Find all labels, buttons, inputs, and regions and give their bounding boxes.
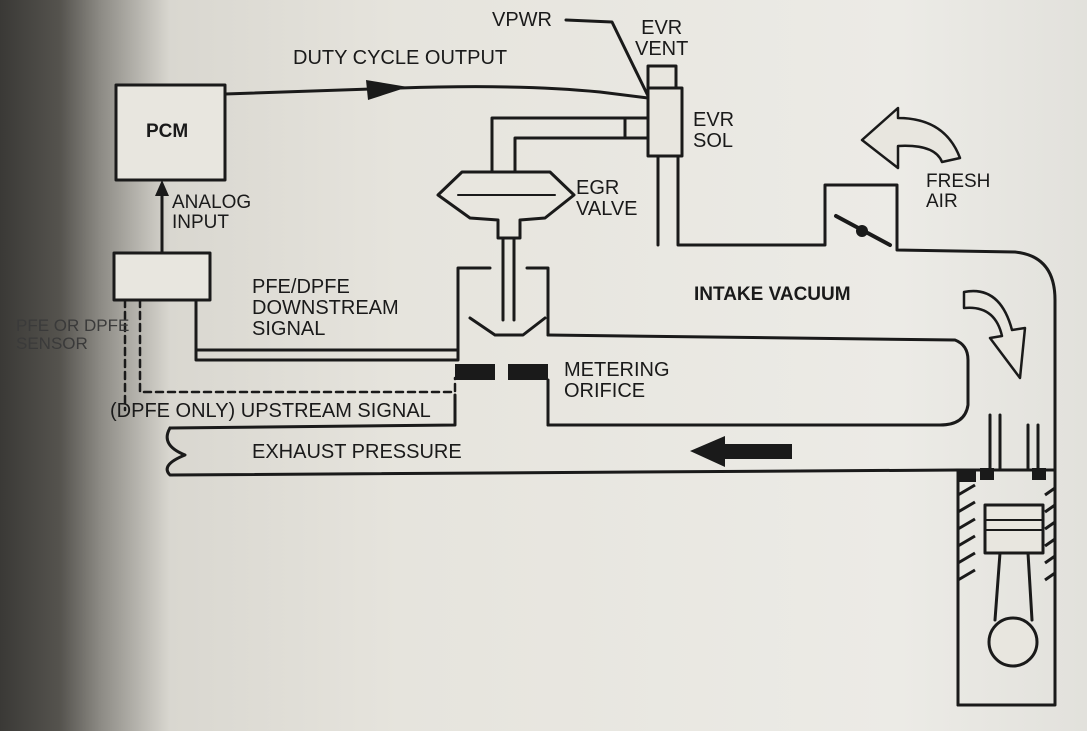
evr-intake-pipe xyxy=(656,154,1057,707)
analog-input-label: ANALOG INPUT xyxy=(172,192,252,233)
exhaust-pipe xyxy=(165,426,960,477)
intake-flow-arrow xyxy=(962,289,1027,380)
upstream-signal-pipe xyxy=(168,393,457,430)
evr-solenoid-body xyxy=(646,86,684,158)
pcm-label: PCM xyxy=(146,121,189,142)
egr-body xyxy=(456,266,550,337)
metering-orifice-label: METERING ORIFICE xyxy=(564,359,670,402)
evr-sol-label: EVR SOL xyxy=(693,109,735,152)
intake-vacuum-label: INTAKE VACUUM xyxy=(694,284,851,305)
duty-cycle-output-label: DUTY CYCLE OUTPUT xyxy=(293,47,508,69)
egr-diaphragm xyxy=(436,170,576,240)
exhaust-flow-arrow xyxy=(690,436,792,467)
intake-runner xyxy=(546,333,970,427)
metering-orifice-left xyxy=(455,364,495,380)
pfe-or-dpfe-sensor-label: PFE OR DPFE SENSOR xyxy=(16,316,130,353)
vpwr-lead xyxy=(564,18,652,102)
throttle-pivot xyxy=(856,225,868,237)
cylinder-hatching xyxy=(957,483,1056,582)
vpwr-label: VPWR xyxy=(492,9,552,31)
duty-cycle-line xyxy=(223,85,650,100)
dpfe-only-upstream-signal-label: (DPFE ONLY) UPSTREAM SIGNAL xyxy=(110,400,431,422)
fresh-air-label: FRESH AIR xyxy=(926,171,991,212)
connecting-rod xyxy=(993,551,1034,622)
evr-port xyxy=(623,116,650,140)
egr-valve-label: EGR VALVE xyxy=(576,177,638,220)
exhaust-pressure-label: EXHAUST PRESSURE xyxy=(252,441,462,463)
crankshaft xyxy=(987,616,1039,668)
duty-cycle-arrowhead xyxy=(366,80,408,100)
egr-pintle xyxy=(468,316,547,337)
pfe-sensor-box xyxy=(112,251,212,302)
exhaust-valve xyxy=(1018,423,1048,472)
upstream-signal-dashed xyxy=(138,298,457,394)
intake-valve xyxy=(980,413,1010,472)
evr-vent-label: EVR VENT xyxy=(635,17,689,60)
downstream-signal-line xyxy=(194,298,460,362)
vacuum-hose-outer xyxy=(490,116,627,194)
pfe-dpfe-downstream-signal-label: PFE/DPFE DOWNSTREAM SIGNAL xyxy=(252,276,399,340)
analog-input-arrowhead xyxy=(155,180,169,196)
evr-vent-box xyxy=(646,64,678,90)
fresh-air-arrow xyxy=(860,106,962,170)
pcm-box xyxy=(114,83,227,182)
metering-orifice-right xyxy=(508,364,548,380)
